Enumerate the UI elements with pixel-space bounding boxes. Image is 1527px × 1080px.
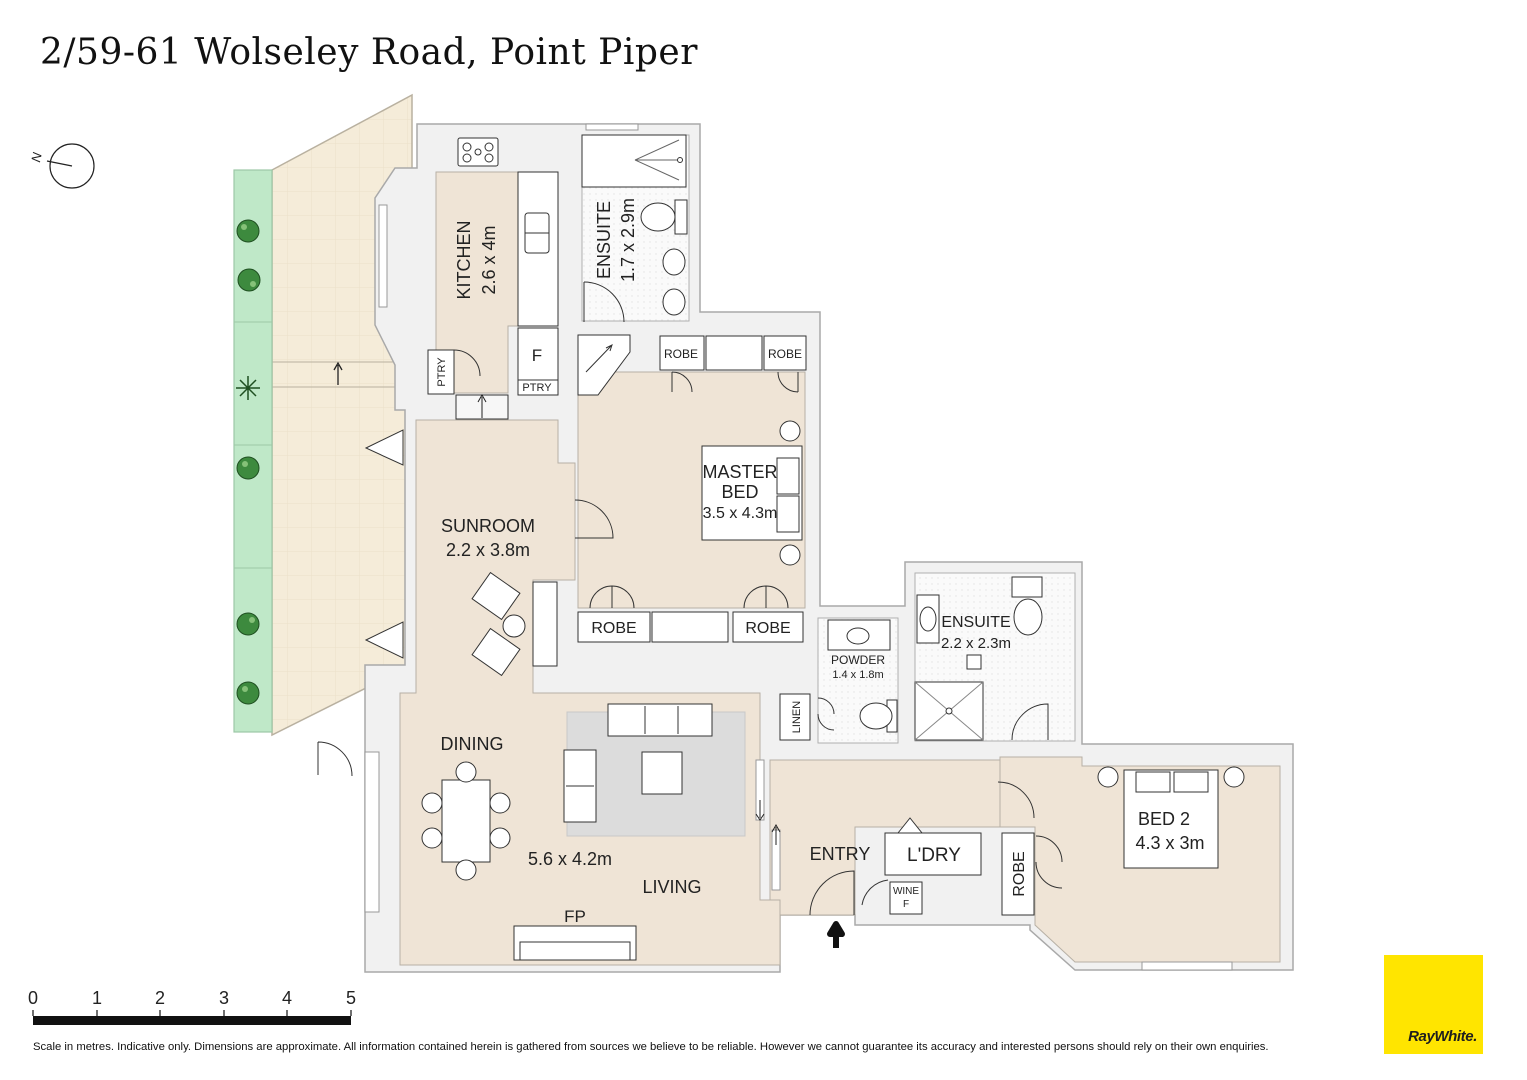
shower-tray: [581, 134, 687, 188]
scale-tick-label: 4: [282, 988, 292, 1008]
laundry-label: L'DRY: [907, 845, 961, 866]
scale-bar: 0 1 2 3 4 5: [28, 988, 356, 1025]
sunroom-size: 2.2 x 3.8m: [446, 540, 530, 560]
fridge: [517, 327, 559, 381]
garden-bed: [233, 169, 273, 733]
ensuite2-size: 2.2 x 2.3m: [941, 635, 1011, 652]
ensuite1-size: 1.7 x 2.9m: [618, 198, 638, 282]
compass-icon: N: [28, 143, 95, 189]
compass-north-label: N: [28, 151, 45, 164]
wine-label: WINE: [893, 886, 919, 897]
master-label-2: BED: [721, 482, 758, 502]
fireplace-label: FP: [564, 907, 586, 926]
living-label: LIVING: [642, 877, 701, 897]
pantry-label: PTRY: [522, 382, 552, 394]
robe-label: ROBE: [664, 347, 698, 361]
ensuite2-label: ENSUITE: [941, 614, 1010, 631]
scale-tick-label: 2: [155, 988, 165, 1008]
basin: [662, 248, 686, 276]
scale-tick-label: 1: [92, 988, 102, 1008]
armchair: [471, 571, 521, 677]
powder-size: 1.4 x 1.8m: [832, 669, 883, 681]
bed2-size: 4.3 x 3m: [1135, 833, 1204, 853]
dining-label: DINING: [441, 734, 504, 754]
wine-fridge: [889, 881, 923, 915]
toilet: [674, 199, 688, 235]
pantry-label: PTRY: [436, 357, 448, 387]
robe-label: ROBE: [768, 347, 802, 361]
raywhite-logo: RayWhite.: [1384, 955, 1483, 1054]
pantry-right: [517, 379, 559, 396]
kitchen-label: KITCHEN: [454, 220, 474, 299]
page-title: 2/59-61 Wolseley Road, Point Piper: [40, 32, 698, 73]
logo-text: RayWhite.: [1408, 1028, 1477, 1045]
master-floor: [577, 371, 806, 609]
disclaimer: Scale in metres. Indicative only. Dimens…: [33, 1041, 1269, 1053]
pantry-left: [427, 349, 455, 395]
fridge-label: F: [532, 346, 542, 365]
ensuite1-label: ENSUITE: [594, 201, 614, 279]
scale-tick-label: 5: [346, 988, 356, 1008]
entry-arrow-icon: [827, 921, 845, 948]
dining-chairs: [421, 761, 511, 881]
powder-label: POWDER: [831, 653, 885, 667]
coffee-table: [641, 751, 683, 795]
scale-tick-label: 0: [28, 988, 38, 1008]
bed2-label: BED 2: [1138, 809, 1190, 829]
dining-table: [441, 779, 491, 863]
sofa-top: [607, 703, 713, 737]
linen-label: LINEN: [791, 701, 803, 733]
robe-bed2: [1001, 832, 1035, 916]
living-size: 5.6 x 4.2m: [528, 849, 612, 869]
robe-label: ROBE: [591, 620, 636, 637]
robe-label: ROBE: [745, 620, 790, 637]
master-size: 3.5 x 4.3m: [703, 505, 778, 522]
kitchen-size: 2.6 x 4m: [479, 225, 499, 294]
entry-label: ENTRY: [810, 844, 871, 864]
robe-label: ROBE: [1011, 851, 1028, 896]
scale-tick-label: 3: [219, 988, 229, 1008]
laundry-bench: [884, 832, 982, 876]
palm: [236, 376, 260, 400]
master-label-1: MASTER: [702, 462, 777, 482]
sunroom-label: SUNROOM: [441, 516, 535, 536]
wine-label-2: F: [903, 899, 909, 910]
